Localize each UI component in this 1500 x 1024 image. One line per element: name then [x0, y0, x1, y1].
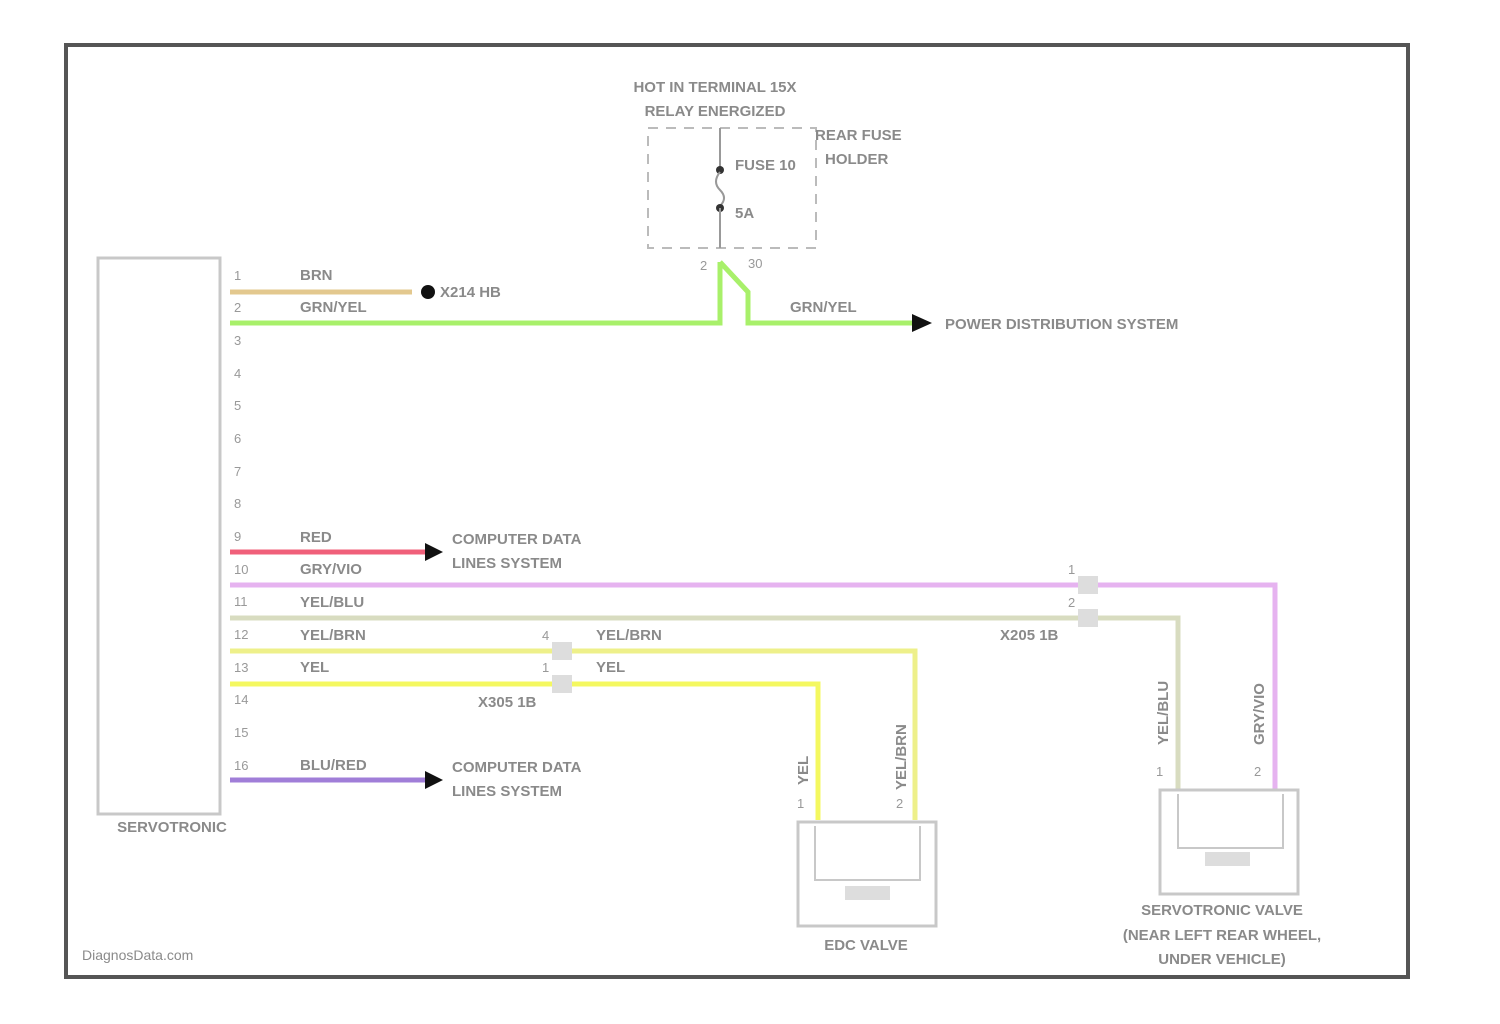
connector-x305-pin	[552, 642, 572, 660]
wire-code-pin10: GRY/VIO	[300, 561, 362, 578]
wire-code-pin12: YEL/BRN	[300, 627, 366, 644]
edc-pin-right: 2	[896, 796, 903, 811]
pin-number: 8	[234, 496, 241, 511]
fuse-pin-out: 30	[748, 256, 762, 271]
pin16-dest-2: LINES SYSTEM	[452, 783, 562, 800]
pin9-dest-1: COMPUTER DATA	[452, 531, 582, 548]
power-destination: POWER DISTRIBUTION SYSTEM	[945, 316, 1178, 333]
servo-valve-label-2: (NEAR LEFT REAR WHEEL,	[1123, 927, 1321, 944]
fuse-rating: 5A	[735, 205, 754, 222]
pin-number: 5	[234, 398, 241, 413]
servo-valve-label-3: UNDER VEHICLE)	[1158, 951, 1286, 968]
sv-left-wire-code: YEL/BLU	[1155, 681, 1172, 745]
pin1-destination: X214 HB	[440, 284, 501, 301]
pin-number: 7	[234, 464, 241, 479]
pin-number: 4	[234, 366, 241, 381]
edc-valve-label: EDC VALVE	[824, 937, 908, 954]
pin-number: 3	[234, 333, 241, 348]
pin-number: 10	[234, 562, 248, 577]
connector-pin-number: 1	[1068, 562, 1075, 577]
sv-right-wire-code: GRY/VIO	[1251, 683, 1268, 745]
pin9-dest-2: LINES SYSTEM	[452, 555, 562, 572]
wire-code-pin2: GRN/YEL	[300, 299, 367, 316]
fuse-pin-in: 2	[700, 258, 707, 273]
pin-number: 1	[234, 268, 241, 283]
edc-left-wire-code: YEL	[795, 756, 812, 785]
fuse-label: FUSE 10	[735, 157, 796, 174]
wire-code-power: GRN/YEL	[790, 299, 857, 316]
pin-number: 14	[234, 692, 248, 707]
wire-code-pin9: RED	[300, 529, 332, 546]
connector-x305-pin	[552, 675, 572, 693]
ground-terminal-icon	[421, 285, 435, 299]
sv-pin-right: 2	[1254, 764, 1261, 779]
sv-pin-left: 1	[1156, 764, 1163, 779]
edc-pin-left: 1	[797, 796, 804, 811]
pin-number: 9	[234, 529, 241, 544]
wire-code-pin16: BLU/RED	[300, 757, 367, 774]
fuse-holder-label-2: HOLDER	[825, 151, 889, 168]
diagram-frame	[66, 45, 1408, 977]
pin-number: 12	[234, 627, 248, 642]
connector-pin-number: 2	[1068, 595, 1075, 610]
servo-valve-tab	[1205, 852, 1250, 866]
wire-code-pin13-far: YEL	[596, 659, 625, 676]
wire-code-pin12-far: YEL/BRN	[596, 627, 662, 644]
pin-number: 6	[234, 431, 241, 446]
connector-x205-pin	[1078, 609, 1098, 627]
pin-number: 15	[234, 725, 248, 740]
pin-number: 11	[234, 594, 248, 609]
connector-x305-label: X305 1B	[478, 694, 537, 711]
servo-valve-label-1: SERVOTRONIC VALVE	[1141, 902, 1303, 919]
relay-label-1: HOT IN TERMINAL 15X	[633, 79, 796, 96]
pin-number: 2	[234, 300, 241, 315]
module-label: SERVOTRONIC	[117, 819, 227, 836]
relay-label-2: RELAY ENERGIZED	[645, 103, 786, 120]
connector-pin-number: 4	[542, 628, 549, 643]
connector-x205-label: X205 1B	[1000, 627, 1059, 644]
wire-code-pin13: YEL	[300, 659, 329, 676]
fuse-holder-label-1: REAR FUSE	[815, 127, 902, 144]
connector-x205-pin	[1078, 576, 1098, 594]
edc-valve-tab	[845, 886, 890, 900]
wire-code-pin1: BRN	[300, 267, 333, 284]
pin-number: 16	[234, 758, 248, 773]
pin-number: 13	[234, 660, 248, 675]
pin16-dest-1: COMPUTER DATA	[452, 759, 582, 776]
connector-pin-number: 1	[542, 660, 549, 675]
watermark: DiagnosData.com	[82, 947, 193, 963]
edc-right-wire-code: YEL/BRN	[893, 724, 910, 790]
wire-code-pin11: YEL/BLU	[300, 594, 364, 611]
